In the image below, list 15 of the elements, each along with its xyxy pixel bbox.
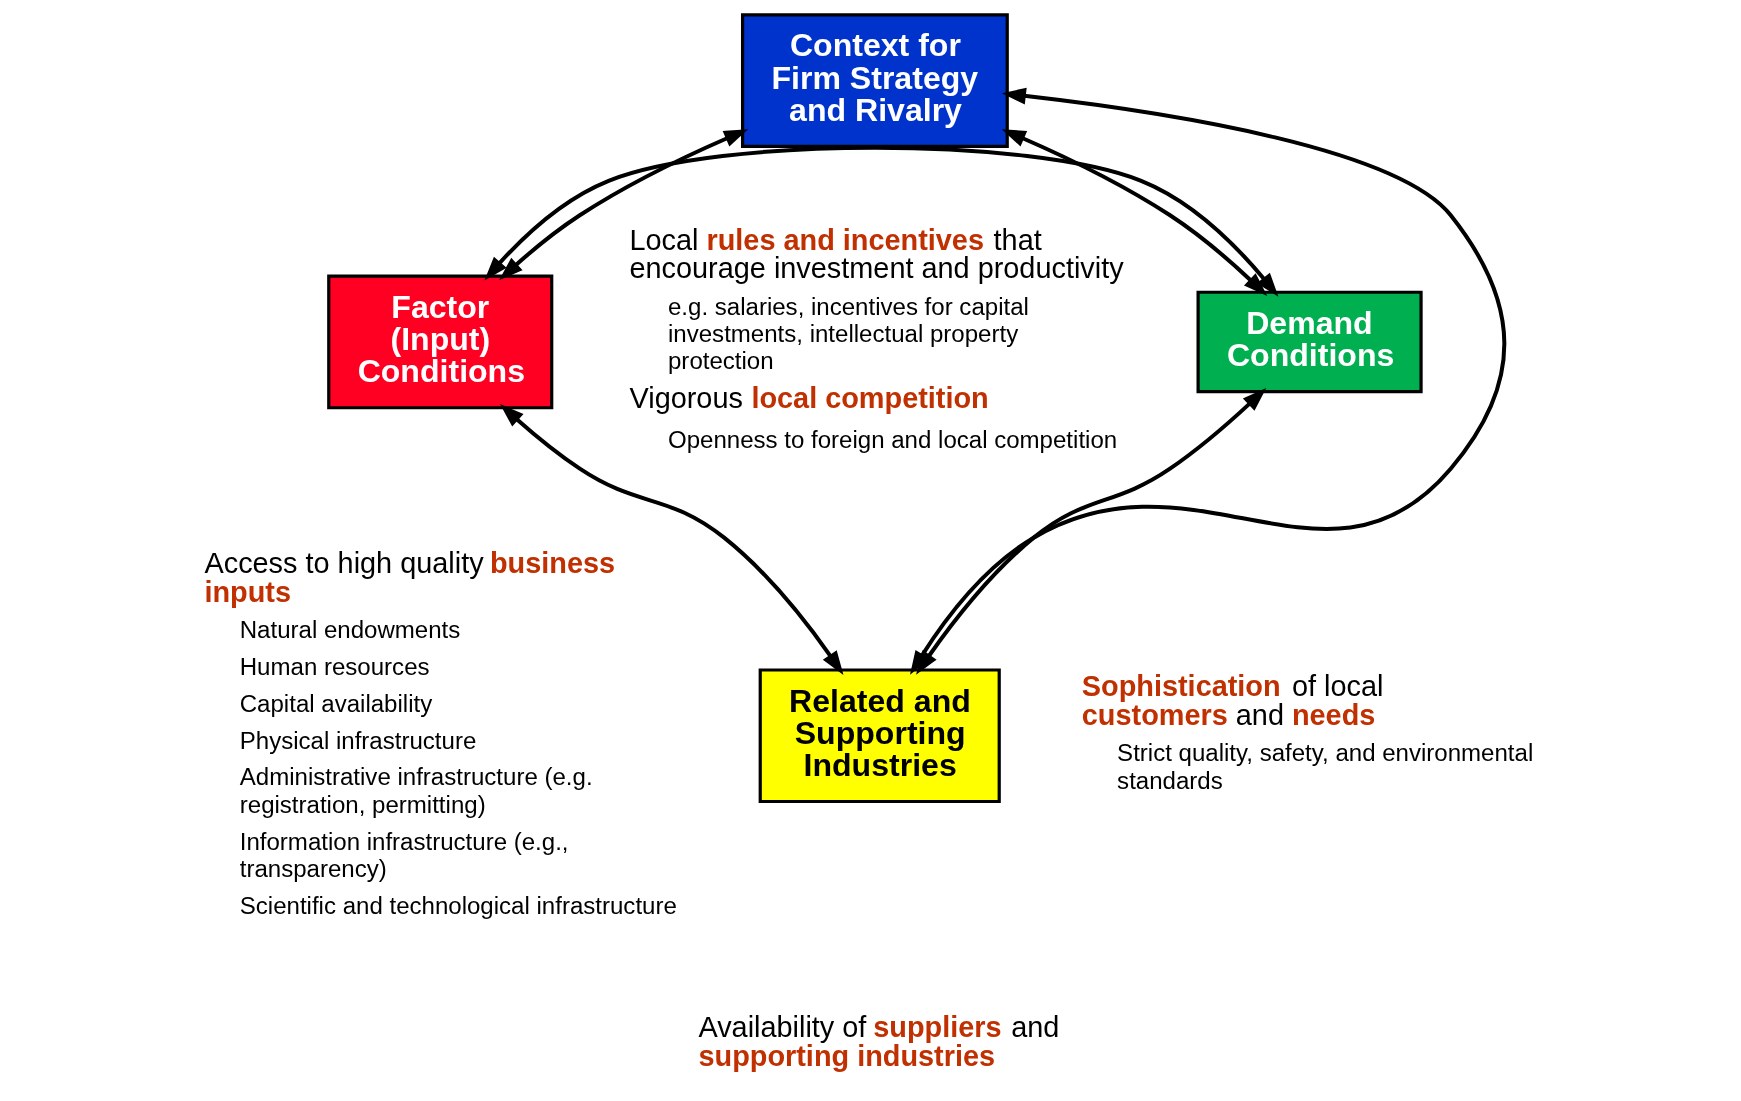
label: Vigorous local competition bbox=[629, 382, 989, 415]
label: Access to high quality business inputs bbox=[204, 546, 616, 608]
label: Strict quality, safety, and environmental standards bbox=[1117, 739, 1534, 794]
label: Natural endowments bbox=[239, 615, 461, 643]
label: Sophistication of local customers and needs bbox=[1081, 670, 1384, 732]
label: Information infrastructure (e.g., transparency) bbox=[239, 827, 569, 882]
label: Scientific and technological infrastructure bbox=[239, 891, 677, 919]
label: Local rules and incentives that encourage investment and productivity bbox=[629, 223, 1124, 285]
label: Openness to foreign and local competition bbox=[668, 425, 1118, 453]
label: Availability of suppliers and supporting industries bbox=[698, 1011, 1060, 1073]
label: Administrative infrastructure (e.g. registration, permitting) bbox=[239, 763, 593, 818]
label: e.g. salaries, incentives for capital investments, intellectual property protection bbox=[668, 292, 1029, 375]
label: Human resources bbox=[239, 652, 430, 680]
label: Physical infrastructure bbox=[239, 726, 477, 754]
label: Capital availability bbox=[239, 689, 433, 717]
